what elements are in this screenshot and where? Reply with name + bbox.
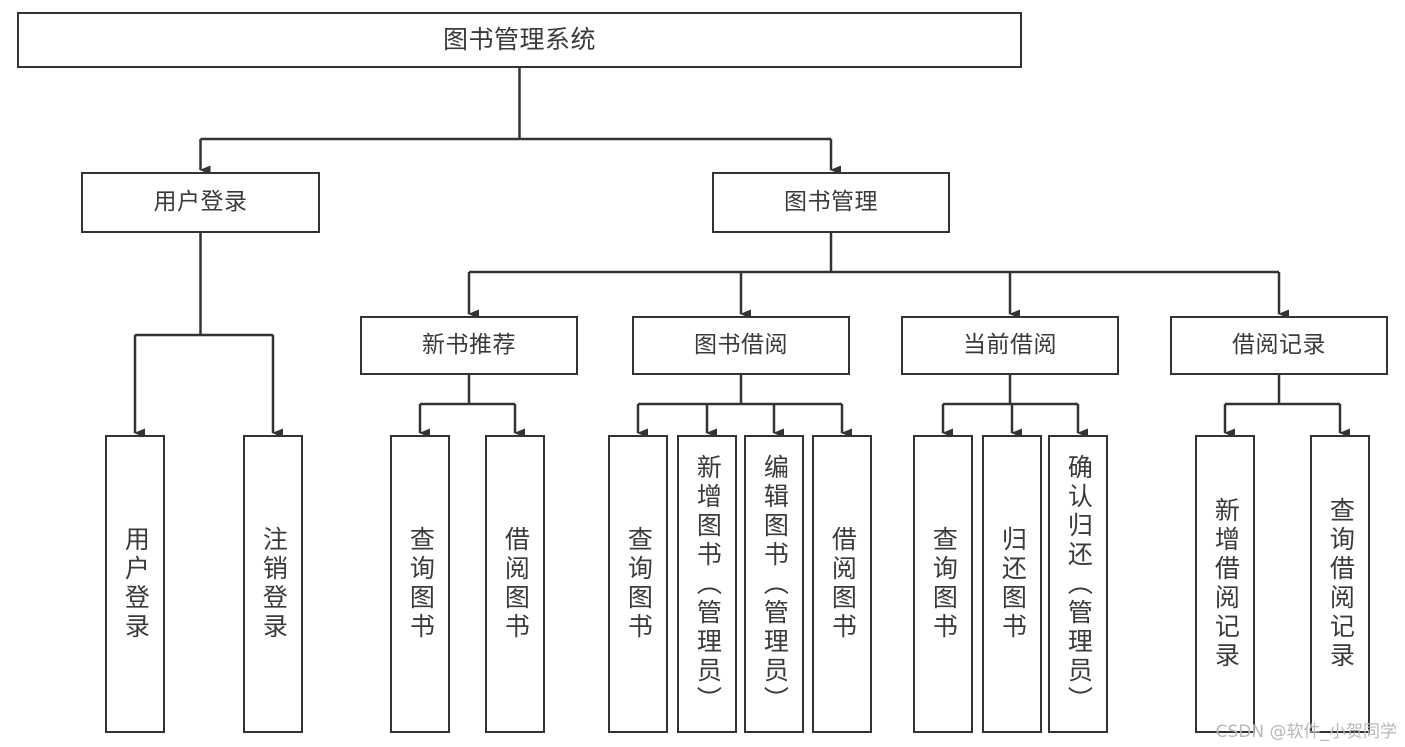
node-label-leaf-query-book-rec: 查询图书 — [406, 526, 436, 642]
node-leaf-add-record[interactable]: 新增借阅记录 — [1195, 435, 1255, 733]
node-label-leaf-confirm-return: 确认归还（管理员） — [1064, 453, 1094, 715]
node-leaf-user-logout[interactable]: 注销登录 — [243, 435, 303, 733]
node-label-book-borrow: 图书借阅 — [694, 331, 788, 358]
node-leaf-query-book-rec[interactable]: 查询图书 — [390, 435, 450, 733]
node-label-leaf-borrow-book-rec: 借阅图书 — [501, 526, 531, 642]
node-label-user-login: 用户登录 — [153, 188, 248, 215]
node-leaf-add-book[interactable]: 新增图书（管理员） — [677, 435, 737, 733]
node-label-leaf-return-book: 归还图书 — [998, 526, 1028, 642]
node-leaf-query-book-current[interactable]: 查询图书 — [913, 435, 973, 733]
node-borrow-record[interactable]: 借阅记录 — [1170, 316, 1388, 375]
node-label-book-manage: 图书管理 — [784, 188, 878, 215]
node-leaf-user-login[interactable]: 用户登录 — [105, 435, 165, 733]
node-leaf-borrow-book[interactable]: 借阅图书 — [812, 435, 872, 733]
node-label-borrow-record: 借阅记录 — [1232, 331, 1326, 358]
node-current-borrow[interactable]: 当前借阅 — [901, 316, 1119, 375]
node-label-leaf-query-book-borrow: 查询图书 — [624, 526, 654, 642]
node-leaf-query-book-borrow[interactable]: 查询图书 — [608, 435, 668, 733]
node-book-manage[interactable]: 图书管理 — [712, 172, 950, 233]
node-leaf-query-record[interactable]: 查询借阅记录 — [1310, 435, 1370, 733]
node-label-leaf-add-record: 新增借阅记录 — [1211, 497, 1241, 671]
node-label-leaf-borrow-book: 借阅图书 — [828, 526, 858, 642]
node-user-login[interactable]: 用户登录 — [81, 172, 320, 233]
node-label-leaf-query-book-current: 查询图书 — [929, 526, 959, 642]
node-leaf-confirm-return[interactable]: 确认归还（管理员） — [1048, 435, 1108, 733]
node-label-current-borrow: 当前借阅 — [963, 331, 1057, 358]
node-new-book-rec[interactable]: 新书推荐 — [360, 316, 578, 375]
node-label-leaf-add-book: 新增图书（管理员） — [693, 453, 723, 715]
connector-lines — [133, 68, 1350, 438]
node-label-leaf-query-record: 查询借阅记录 — [1326, 497, 1356, 671]
node-label-leaf-user-logout: 注销登录 — [259, 526, 289, 642]
node-leaf-return-book[interactable]: 归还图书 — [982, 435, 1042, 733]
node-label-leaf-user-login: 用户登录 — [121, 526, 151, 642]
node-leaf-borrow-book-rec[interactable]: 借阅图书 — [485, 435, 545, 733]
node-root[interactable]: 图书管理系统 — [17, 12, 1022, 68]
node-leaf-edit-book[interactable]: 编辑图书（管理员） — [744, 435, 804, 733]
node-label-root: 图书管理系统 — [442, 25, 596, 54]
node-label-leaf-edit-book: 编辑图书（管理员） — [760, 453, 790, 715]
node-label-new-book-rec: 新书推荐 — [422, 331, 516, 358]
node-book-borrow[interactable]: 图书借阅 — [632, 316, 850, 375]
